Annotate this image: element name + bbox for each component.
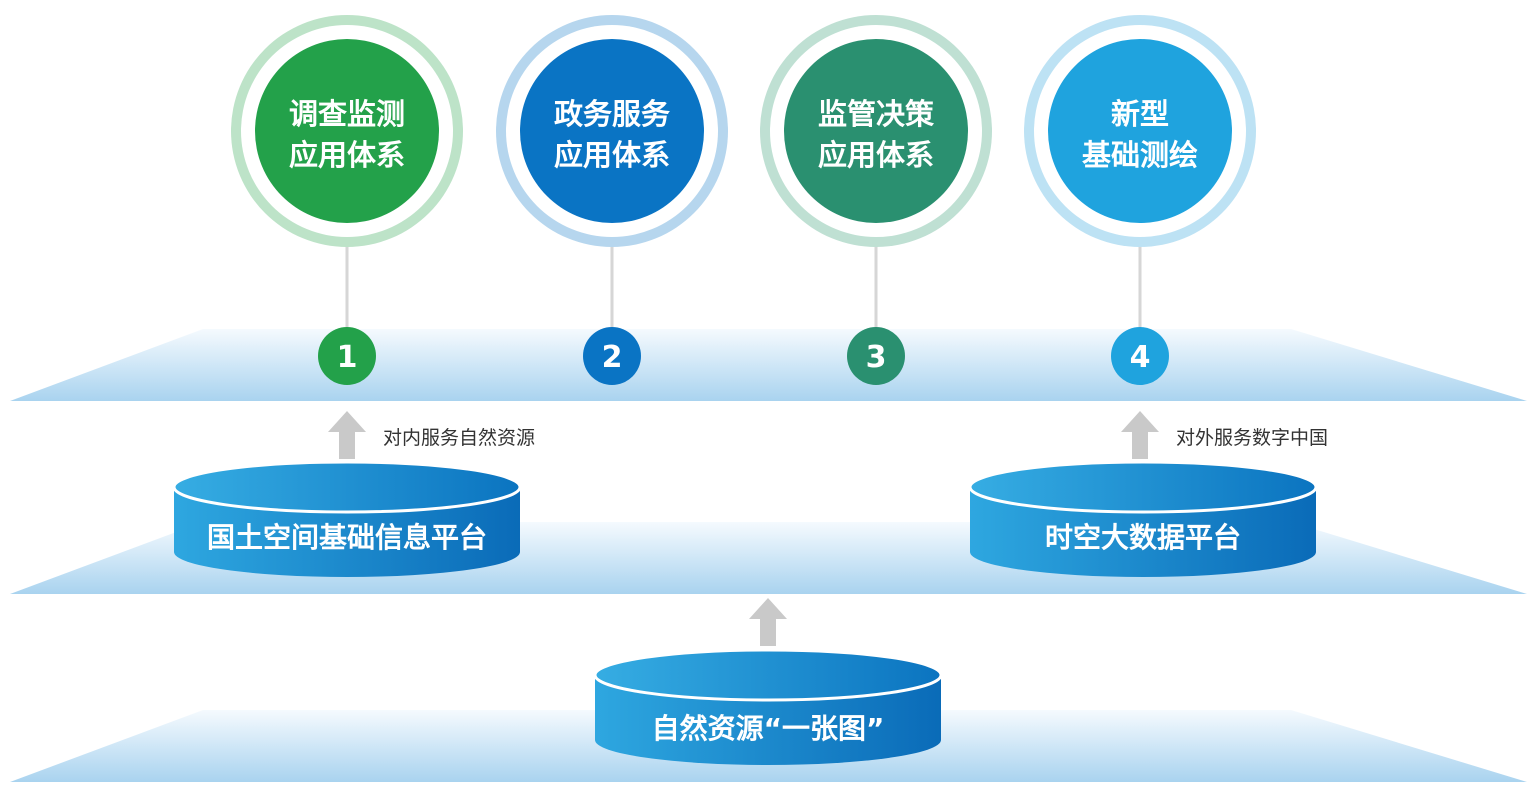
- number-badge-2: 2: [583, 327, 641, 385]
- number-badge-3: 3: [847, 327, 905, 385]
- right-service-note: 对外服务数字中国: [1176, 427, 1328, 449]
- up-arrow-left-icon: [328, 411, 366, 459]
- system-2-line2: 应用体系: [554, 138, 670, 172]
- system-3-line2: 应用体系: [818, 138, 934, 172]
- database-left-label: 国土空间基础信息平台: [207, 521, 487, 554]
- up-arrow-right-icon: [1121, 411, 1159, 459]
- number-3: 3: [866, 340, 887, 375]
- system-circle-4: 新型 基础测绘: [1024, 15, 1256, 247]
- number-badge-4: 4: [1111, 327, 1169, 385]
- number-2: 2: [602, 340, 623, 375]
- system-circle-1: 调查监测 应用体系: [231, 15, 463, 247]
- database-left: 国土空间基础信息平台: [172, 460, 522, 577]
- system-circle-2: 政务服务 应用体系: [496, 15, 728, 247]
- system-2-line1: 政务服务: [554, 97, 670, 131]
- system-3-line1: 监管决策: [818, 97, 935, 131]
- number-badge-1: 1: [318, 327, 376, 385]
- up-arrow-center-icon: [749, 598, 787, 646]
- system-1-line2: 应用体系: [289, 138, 405, 172]
- database-right-label: 时空大数据平台: [1045, 521, 1241, 554]
- database-right: 时空大数据平台: [968, 460, 1318, 577]
- system-4-line2: 基础测绘: [1082, 138, 1198, 172]
- system-1-line1: 调查监测: [289, 97, 405, 131]
- system-4-line1: 新型: [1111, 97, 1169, 131]
- system-circle-3: 监管决策 应用体系: [760, 15, 992, 247]
- database-base: 自然资源“一张图”: [593, 648, 943, 765]
- left-service-note: 对内服务自然资源: [383, 427, 535, 449]
- database-base-label: 自然资源“一张图”: [652, 712, 885, 745]
- number-1: 1: [337, 340, 358, 375]
- top-plane: [10, 329, 1527, 401]
- number-4: 4: [1130, 340, 1151, 375]
